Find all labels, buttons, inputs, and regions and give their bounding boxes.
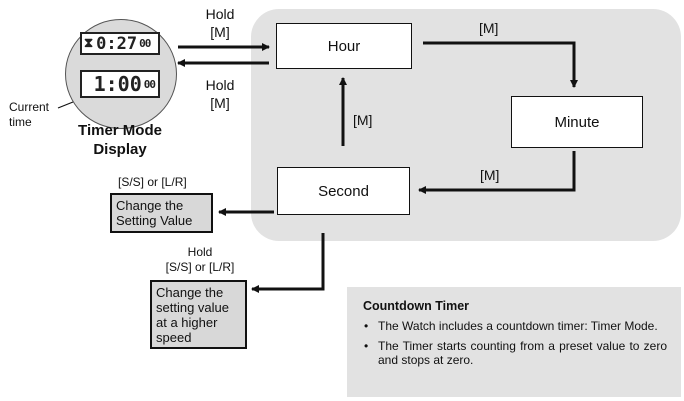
countdown-info-box: Countdown Timer The Watch includes a cou… <box>347 287 681 397</box>
transition-minute-to-second: [M] <box>480 167 500 183</box>
change-value-trigger: [S/S] or [L/R] <box>118 175 187 189</box>
change-fast-box: Change the setting value at a higher spe… <box>150 280 247 349</box>
arrow-hour-to-minute <box>423 41 578 88</box>
transition-second-to-hour: [M] <box>353 112 373 128</box>
lcd-timer-row: ⧗ 0:27 00 <box>80 32 160 55</box>
current-time-label: Current time <box>9 100 50 129</box>
lcd-time-row: 1:00 00 <box>80 70 160 98</box>
exit-mode-label: Hold [M] <box>205 77 235 111</box>
lcd-timer-digits: 0:27 <box>96 33 138 54</box>
transition-hour-to-minute: [M] <box>479 20 499 36</box>
state-hour: Hour <box>276 23 412 69</box>
arrow-change-fast <box>251 233 325 293</box>
info-item: The Timer starts counting from a preset … <box>363 339 667 367</box>
lcd-timer-seconds: 00 <box>139 37 151 50</box>
info-title: Countdown Timer <box>363 299 470 313</box>
info-item: The Watch includes a countdown timer: Ti… <box>363 319 667 333</box>
watch-display: ⧗ 0:27 00 1:00 00 <box>65 19 177 129</box>
display-title: Timer Mode Display <box>78 122 162 158</box>
state-second: Second <box>277 167 410 215</box>
change-fast-trigger: Hold [S/S] or [L/R] <box>165 245 235 274</box>
arrow-minute-to-second <box>418 151 576 194</box>
lcd-time-digits: 1:00 <box>93 72 142 96</box>
lcd-time-seconds: 00 <box>143 77 156 91</box>
enter-mode-label: Hold [M] <box>205 6 235 40</box>
state-minute: Minute <box>511 96 643 148</box>
change-value-box: Change the Setting Value <box>110 193 213 233</box>
hourglass-icon: ⧗ <box>84 36 94 51</box>
